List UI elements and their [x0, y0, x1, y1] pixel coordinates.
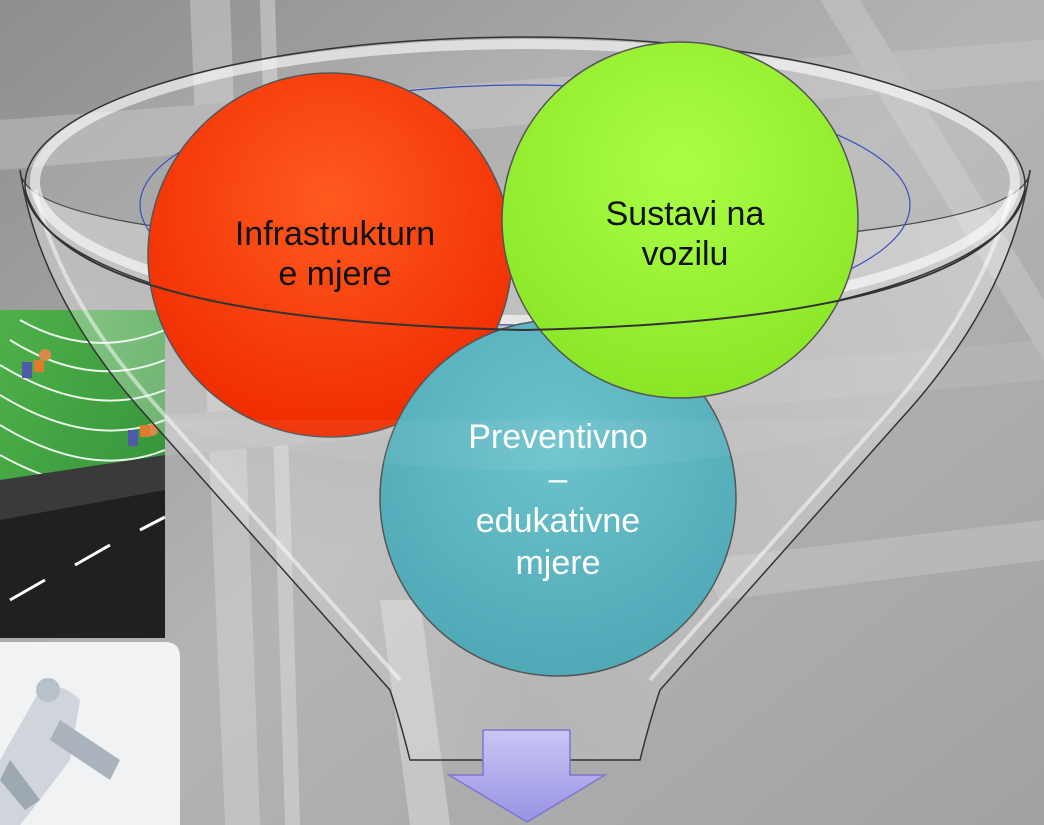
label-vehicle: Sustavi na vozilu [605, 195, 765, 273]
circle-vehicle [501, 41, 859, 399]
funnel-front-rim [24, 189, 1026, 332]
crash-test-dummy-image [0, 642, 180, 825]
pedestrian-figure [128, 424, 158, 446]
pedestrian-figure [22, 349, 51, 378]
label-preventive: Preventivno – edukativne mjere [468, 418, 648, 582]
down-arrow-icon [446, 729, 608, 823]
label-infrastructure: Infrastrukturn e mjere [234, 215, 436, 293]
